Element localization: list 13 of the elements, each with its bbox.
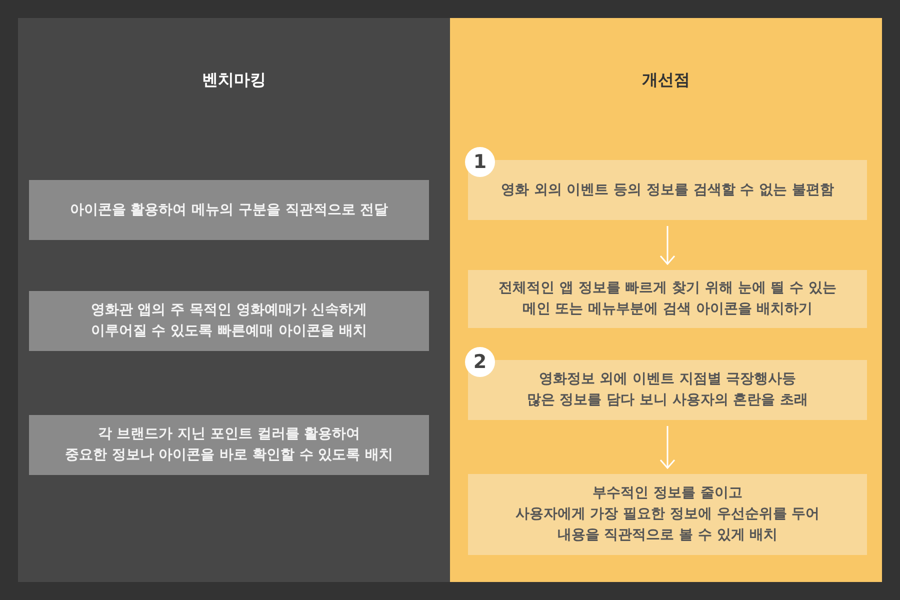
panel-heading: 벤치마킹 — [201, 69, 267, 91]
number-badge: 1 — [465, 147, 495, 177]
text-box: 영화관 앱의 주 목적인 영화예매가 신속하게 이루어질 수 있도록 빠른예매 아이콘을 배치 — [29, 291, 429, 351]
arrow — [660, 226, 676, 265]
panel-heading: 개선점 — [641, 69, 691, 91]
text-box: 부수적인 정보를 줄이고 사용자에게 가장 필요한 정보에 우선순위를 두어 내용을 직관적으로 볼 수 있게 배치 — [468, 474, 867, 555]
text-box: 전체적인 앱 정보를 빠르게 찾기 위해 눈에 띌 수 있는 메인 또는 메뉴부분에 검색 아이콘을 배치하기 — [468, 270, 867, 328]
panel — [450, 18, 882, 582]
panel — [18, 18, 450, 582]
arrow — [660, 426, 676, 469]
number-badge: 2 — [465, 347, 495, 377]
text-box: 각 브랜드가 지닌 포인트 컬러를 활용하여 중요한 정보나 아이콘을 바로 확인할 수 있도록 배치 — [29, 415, 429, 475]
text-box: 아이콘을 활용하여 메뉴의 구분을 직관적으로 전달 — [29, 180, 429, 240]
